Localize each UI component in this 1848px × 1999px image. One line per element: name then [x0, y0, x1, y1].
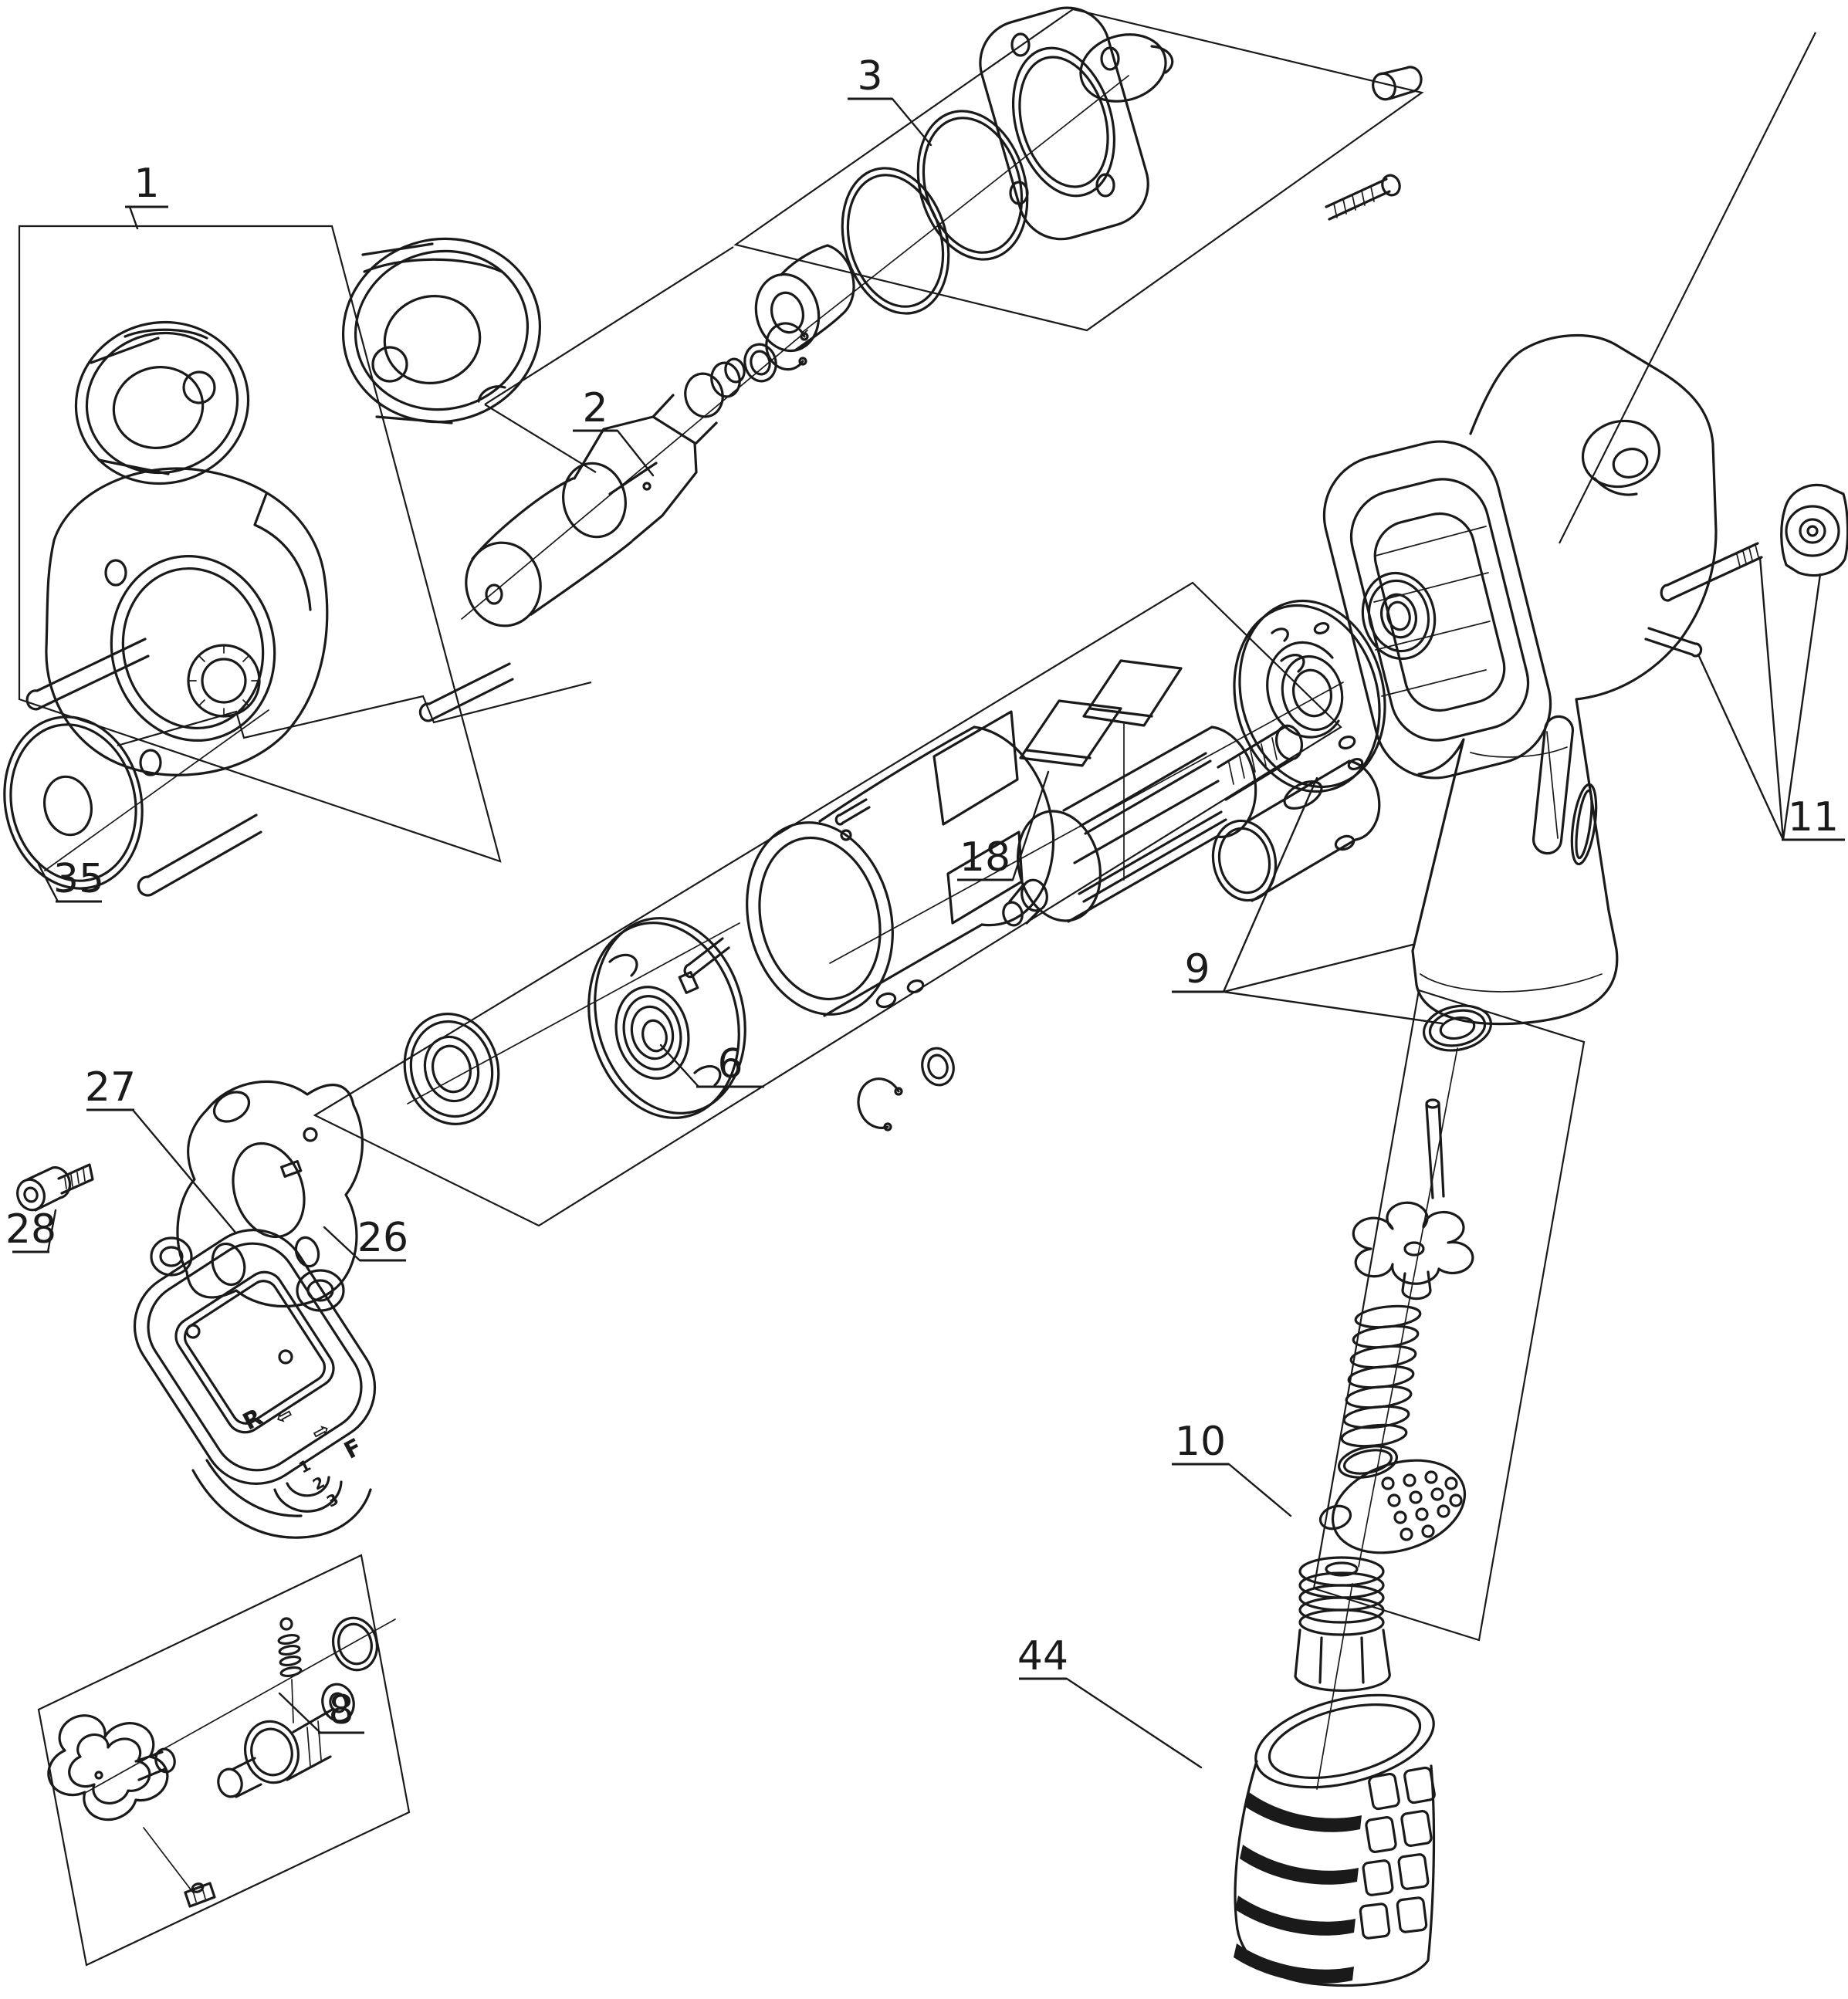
hammer-half-right [341, 237, 542, 424]
diffuser-plate [1318, 1459, 1467, 1554]
inlet-seal-ring [1422, 1004, 1493, 1052]
stray-line-top-right [1559, 32, 1816, 544]
callout-35: 35 [53, 856, 104, 902]
valve-spool [217, 1683, 355, 1798]
callout-9: 9 [1184, 946, 1210, 993]
housing-boss [1581, 419, 1661, 496]
rotor-group [834, 571, 1437, 1131]
callouts: 1 2 3 6 8 9 10 11 18 26 27 28 35 44 [5, 53, 1845, 1769]
inlet-o-ring [1338, 1445, 1398, 1479]
reverse-valve-set [47, 1616, 378, 1908]
cap-mark-forward: F [340, 1433, 367, 1465]
motor-housing [1322, 333, 1718, 1026]
cage-dowel-pins [25, 638, 514, 897]
bearing-cup [754, 244, 855, 353]
cover-plug [1372, 66, 1423, 101]
long-pin [1660, 542, 1763, 602]
rotor-washer [921, 1047, 955, 1087]
centerline-bearing-axis [407, 922, 740, 1104]
detent-spring-ball [277, 1617, 303, 1723]
callout-44: 44 [1017, 1633, 1068, 1679]
front-cover-plate [979, 6, 1174, 241]
box-group-6 [313, 581, 1342, 1227]
rotor-vane-b [1082, 659, 1183, 727]
pin-and-bushing-set [1644, 484, 1848, 658]
centerline-valve8-axis [86, 1618, 396, 1793]
stray-line-box3-corner [484, 246, 734, 473]
hammer-half-left [74, 320, 250, 485]
cylinder [746, 710, 1055, 1017]
small-pin [1644, 627, 1703, 658]
cap-screw [16, 1163, 94, 1212]
set-screw [184, 1882, 216, 1908]
o-ring-small [841, 167, 950, 315]
bushing-nut [1780, 484, 1848, 577]
valve-spring [1340, 1304, 1422, 1448]
cap-dial-2: 2 [310, 1473, 328, 1494]
trigger [1532, 715, 1575, 855]
centerline-inlet-axis [1316, 1047, 1458, 1790]
anvil-washer [743, 343, 777, 383]
centerline-cover-axis [802, 75, 1129, 333]
rotor [1002, 724, 1304, 927]
spool-o-ring [332, 1616, 378, 1672]
front-cover-set [754, 6, 1423, 353]
rotor-vane-a [1019, 699, 1122, 767]
inlet-bushing [1294, 1556, 1391, 1693]
air-inlet-valve-set [1294, 1004, 1493, 1693]
rotor-snap-ring [857, 1077, 903, 1131]
box-group-10 [1312, 989, 1586, 1642]
callout-3: 3 [857, 53, 882, 100]
reverse-knob [47, 1714, 176, 1821]
valve-stem [1425, 1098, 1445, 1199]
callout-28: 28 [5, 1206, 56, 1253]
callout-10: 10 [1175, 1419, 1226, 1465]
muffler-lattice [1359, 1766, 1436, 1940]
anvil-retaining-ring [765, 322, 809, 371]
centerline-front-axis [44, 709, 269, 871]
hammer-set [25, 237, 542, 897]
thrust-washer [3, 715, 144, 890]
long-pin-ribs [1736, 544, 1759, 567]
callout-27: 27 [85, 1064, 136, 1111]
cylinder-end-plate-set [403, 710, 1055, 1125]
rotor-key-pin [834, 798, 871, 826]
callout-26: 26 [357, 1215, 408, 1261]
callout-2: 2 [582, 385, 608, 431]
centerline-anvil-axis [461, 330, 808, 620]
rear-end-plate [1233, 599, 1386, 793]
box-group-1 [18, 225, 502, 863]
cover-screw [1325, 174, 1401, 221]
callout-11: 11 [1788, 794, 1839, 841]
hammer-cage [45, 467, 329, 776]
muffler-sleeve [1234, 1693, 1436, 1987]
rear-gasket [176, 1080, 364, 1308]
back-cap: R ⇦ ⇨ F 1 2 3 [133, 1229, 377, 1539]
end-plate-dowel-pin [683, 937, 730, 979]
box-group-8 [37, 1554, 411, 1967]
diffuser-holes [1381, 1470, 1463, 1541]
knob-screw-link [143, 1827, 194, 1893]
grip-details [1420, 746, 1603, 993]
box-shelf-lines [117, 681, 592, 747]
anvil-assembly [465, 322, 809, 627]
front-end-plate [587, 917, 746, 1119]
front-bearing [403, 1013, 500, 1125]
callout-6: 6 [717, 1041, 743, 1087]
callout-18: 18 [960, 834, 1010, 881]
group-boxes [18, 8, 1816, 1967]
cage-spline-bore [187, 644, 261, 718]
box-group-3 [733, 8, 1424, 332]
throttle-bushing-set [1211, 759, 1381, 902]
o-ring-large [916, 110, 1029, 261]
valve-poppet [1352, 1201, 1474, 1301]
callout-8: 8 [328, 1687, 354, 1733]
callout-1: 1 [134, 161, 159, 207]
